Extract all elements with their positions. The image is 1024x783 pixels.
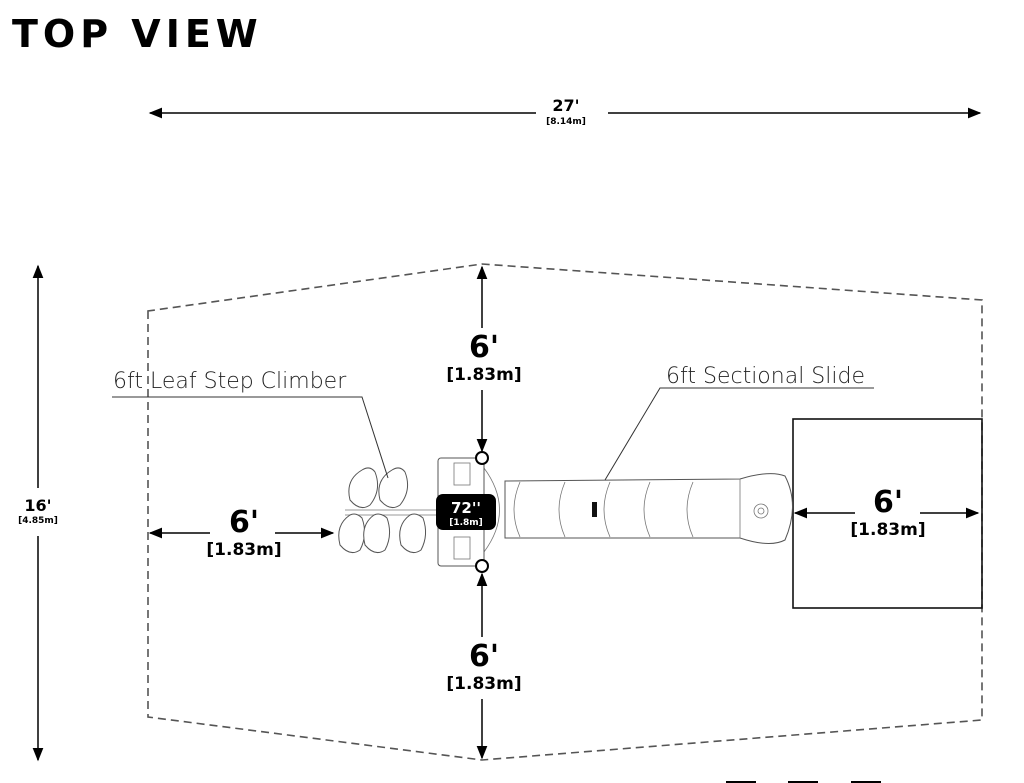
deck-height-badge: 72'' [1.8m]: [436, 494, 496, 530]
overall-length-imperial: 27': [552, 96, 579, 115]
climber-label: 6ft Leaf Step Climber: [113, 369, 347, 394]
slide-exit-zone: [792, 418, 983, 609]
top-clearance-dimension: 6' [1.83m]: [446, 265, 522, 453]
slide-label: 6ft Sectional Slide: [666, 364, 865, 389]
slide-exit-clearance-dimension: 6' [1.83m]: [793, 485, 980, 540]
top-clearance-imperial: 6': [469, 330, 499, 365]
overall-width-imperial: 16': [24, 496, 51, 515]
slide-exit-clearance-metric: [1.83m]: [850, 520, 925, 540]
slide-exit-clearance-imperial: 6': [873, 485, 903, 520]
bottom-clearance-dimension: 6' [1.83m]: [446, 572, 522, 760]
left-clearance-imperial: 6': [229, 505, 259, 540]
deck-height-imperial: 72'': [451, 499, 481, 517]
climber-callout: 6ft Leaf Step Climber: [112, 369, 389, 479]
cropped-bottom-markers: [726, 781, 881, 783]
overall-length-dimension: 27' [8.14m]: [148, 96, 982, 127]
sectional-slide: [483, 467, 793, 553]
left-clearance-metric: [1.83m]: [206, 540, 281, 560]
left-clearance-dimension: 6' [1.83m]: [148, 505, 335, 560]
overall-width-dimension: 16' [4.85m]: [18, 264, 58, 762]
bottom-clearance-imperial: 6': [469, 639, 499, 674]
safety-use-zone: [147, 263, 983, 761]
top-clearance-metric: [1.83m]: [446, 365, 521, 385]
overall-length-metric: [8.14m]: [546, 117, 586, 127]
leaf-step-climber: [338, 467, 436, 554]
bottom-clearance-metric: [1.83m]: [446, 674, 521, 694]
overall-width-metric: [4.85m]: [18, 516, 58, 526]
page-title: TOP VIEW: [12, 12, 263, 56]
deck-height-metric: [1.8m]: [449, 518, 483, 528]
slide-callout: 6ft Sectional Slide: [604, 364, 874, 481]
